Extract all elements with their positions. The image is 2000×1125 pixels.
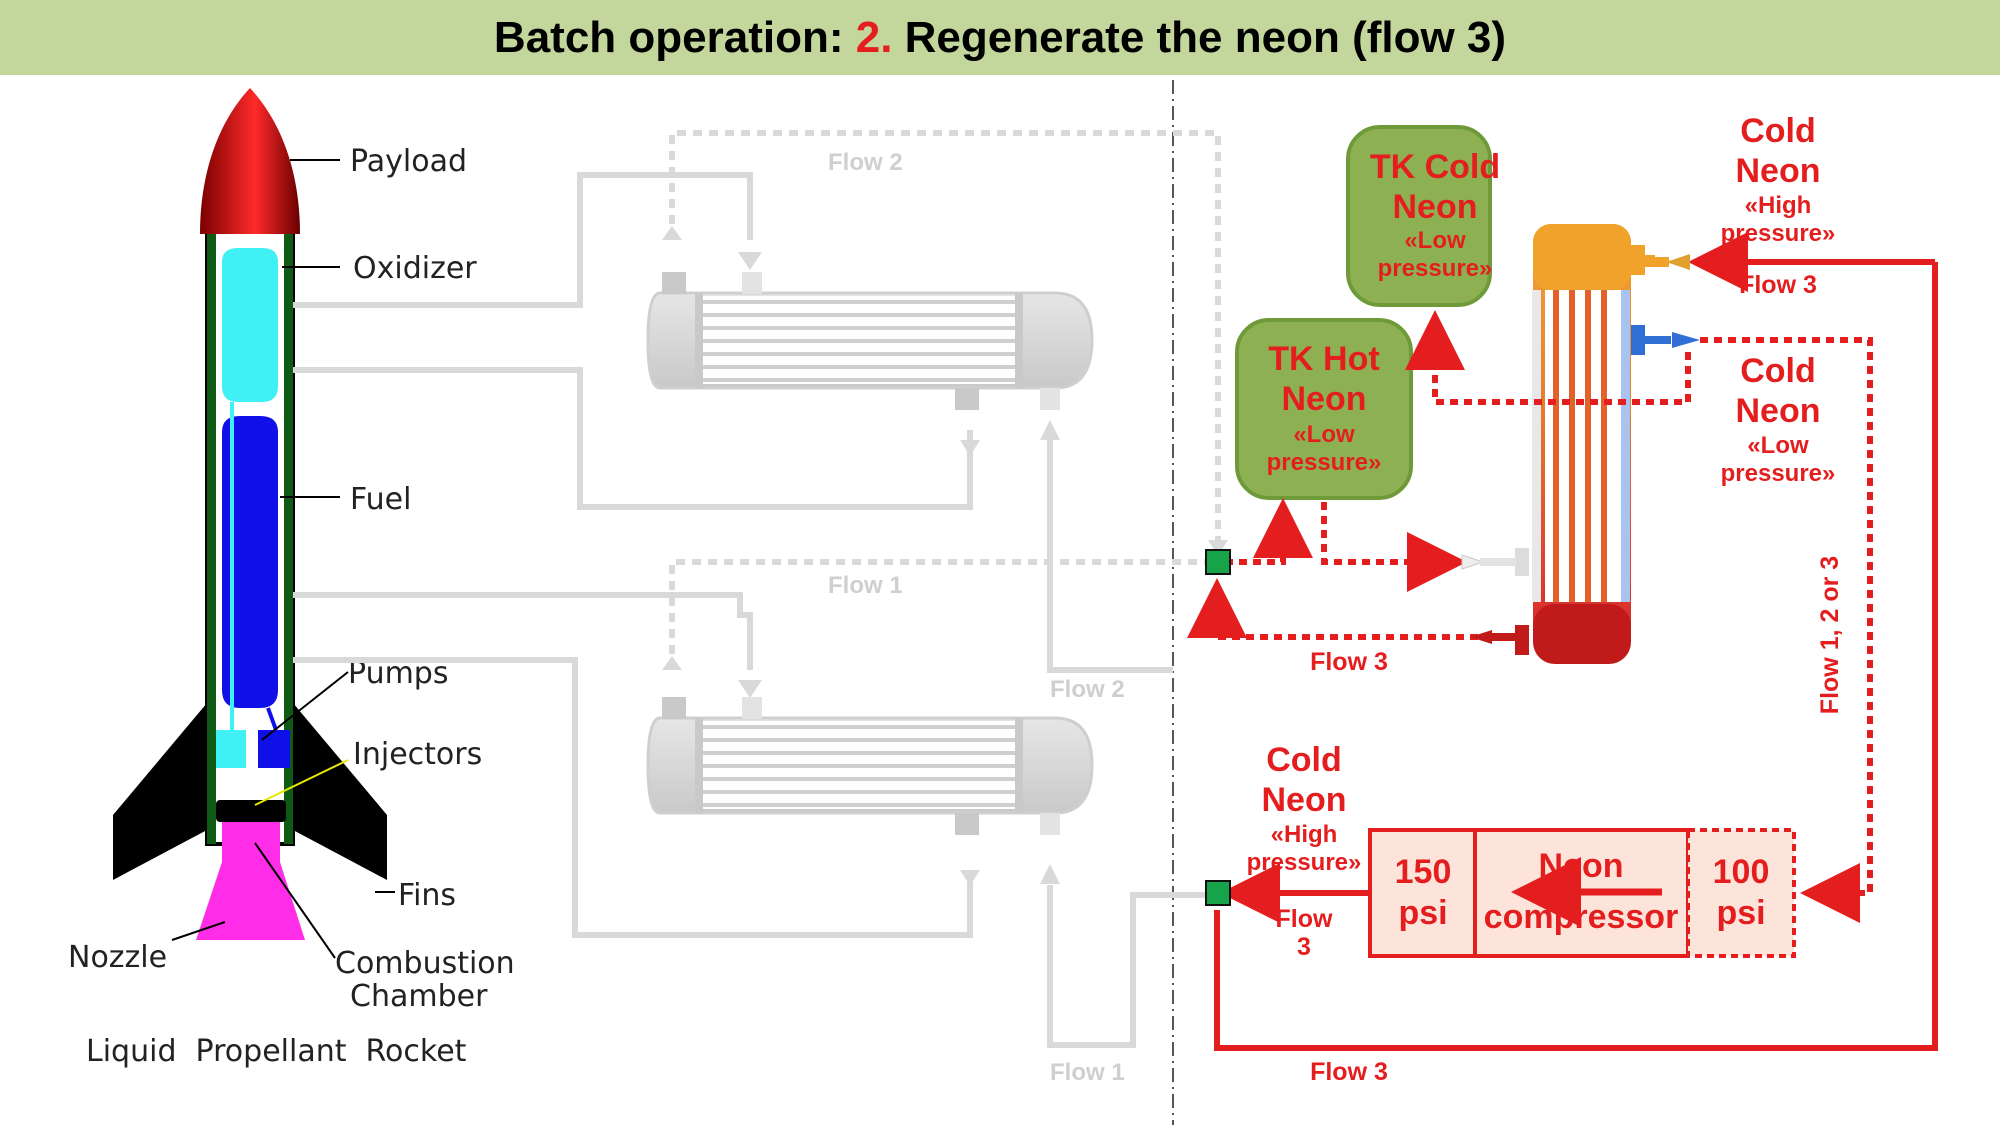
payload-cone: [200, 88, 300, 234]
compressor-name-2: compressor: [1484, 898, 1679, 936]
stream-label-cold-high-bottom: Cold Neon «High pressure»: [1247, 741, 1362, 876]
label-flow2-top: Flow 2: [828, 149, 903, 176]
label-fins: Fins: [398, 878, 456, 913]
cold-low-line4: pressure»: [1721, 460, 1836, 487]
right-fin: [293, 703, 387, 880]
label-payload: Payload: [350, 144, 467, 179]
stream-label-cold-low: Cold Neon «Low pressure»: [1721, 352, 1836, 487]
tk-cold-line3: «Low: [1404, 227, 1466, 254]
cold-high-top-line3: «High: [1745, 192, 1812, 219]
title-suffix: Regenerate the neon (flow 3): [892, 12, 1507, 62]
injectors: [216, 800, 286, 822]
oxidizer-tank: [222, 248, 278, 402]
title-step-number: 2.: [855, 12, 893, 62]
cold-high-bottom-line1: Cold: [1266, 741, 1342, 779]
tk-cold-line4: pressure»: [1378, 255, 1493, 282]
neon-heat-exchanger: [1515, 224, 1655, 664]
label-flow3-d-line2: 3: [1297, 933, 1311, 961]
cold-high-top-line1: Cold: [1740, 112, 1816, 150]
cold-low-line3: «Low: [1747, 432, 1809, 459]
pump-left: [216, 730, 246, 768]
compressor-in-psi-unit: psi: [1716, 894, 1765, 932]
label-flow-1-2-or-3: Flow 1, 2 or 3: [1816, 556, 1844, 714]
page-title: Batch operation: 2. Regenerate the neon …: [494, 13, 1506, 63]
fuel-tank: [222, 416, 278, 708]
left-fin: [113, 703, 207, 880]
label-flow3-a: Flow 3: [1739, 271, 1817, 299]
tk-hot-line2: Neon: [1282, 380, 1367, 418]
label-flow3-b: Flow 3: [1310, 648, 1388, 676]
heat-exchanger-top: [646, 272, 1094, 410]
neon-compressor: 150 psi Neon compressor 100 psi: [1368, 828, 1796, 958]
label-flow3-c: Flow 3: [1310, 1058, 1388, 1086]
label-flow1-mid: Flow 1: [828, 572, 903, 599]
cold-high-bottom-line4: pressure»: [1247, 849, 1362, 876]
compressor-out-psi-value: 150: [1395, 853, 1452, 891]
compressor-name-1: Neon: [1539, 847, 1624, 885]
cold-low-line1: Cold: [1740, 352, 1816, 390]
tk-hot-line3: «Low: [1293, 421, 1355, 448]
pump-right: [258, 730, 290, 768]
grey-flow-section: [293, 130, 1221, 1048]
cold-low-line2: Neon: [1736, 392, 1821, 430]
label-nozzle: Nozzle: [68, 940, 167, 975]
nozzle: [196, 822, 305, 940]
label-flow1-bottom: Flow 1: [1050, 1059, 1125, 1086]
rocket-caption: Liquid Propellant Rocket: [86, 1034, 467, 1069]
cold-high-top-line2: Neon: [1736, 152, 1821, 190]
label-chamber: Chamber: [350, 979, 488, 1014]
rocket-illustration: Payload Oxidizer Fuel Pumps Injectors Fi…: [68, 88, 515, 1069]
title-bar: Batch operation: 2. Regenerate the neon …: [0, 0, 2000, 75]
label-oxidizer: Oxidizer: [353, 251, 477, 286]
label-flow2-bottom: Flow 2: [1050, 676, 1125, 703]
label-fuel: Fuel: [350, 482, 411, 517]
flow3-lines: [1187, 232, 1938, 1051]
title-prefix: Batch operation:: [493, 12, 856, 62]
cold-high-top-line4: pressure»: [1721, 220, 1836, 247]
flow-arrows-heads: [1461, 254, 1700, 644]
junction-node-top: [1205, 549, 1231, 575]
cold-high-bottom-line2: Neon: [1262, 781, 1347, 819]
tk-hot-neon-tank: TK Hot Neon «Low pressure»: [1235, 318, 1413, 500]
label-injectors: Injectors: [353, 737, 482, 772]
tk-cold-neon-tank: TK Cold Neon «Low pressure»: [1346, 125, 1500, 307]
label-flow3-d-line1: Flow: [1276, 905, 1333, 933]
tk-hot-line1: TK Hot: [1268, 340, 1379, 378]
cold-high-bottom-line3: «High: [1271, 821, 1338, 848]
heat-exchanger-bottom: [646, 697, 1094, 835]
junction-node-bottom: [1205, 880, 1231, 906]
tk-hot-line4: pressure»: [1267, 449, 1382, 476]
compressor-in-psi-value: 100: [1713, 853, 1770, 891]
compressor-out-psi-unit: psi: [1398, 894, 1447, 932]
label-combustion: Combustion: [335, 946, 515, 981]
grey-arrows: [662, 226, 1228, 886]
tk-cold-line2: Neon: [1393, 188, 1478, 226]
tk-cold-line1: TK Cold: [1370, 148, 1500, 186]
stream-label-cold-high-top: Cold Neon «High pressure»: [1721, 112, 1836, 247]
